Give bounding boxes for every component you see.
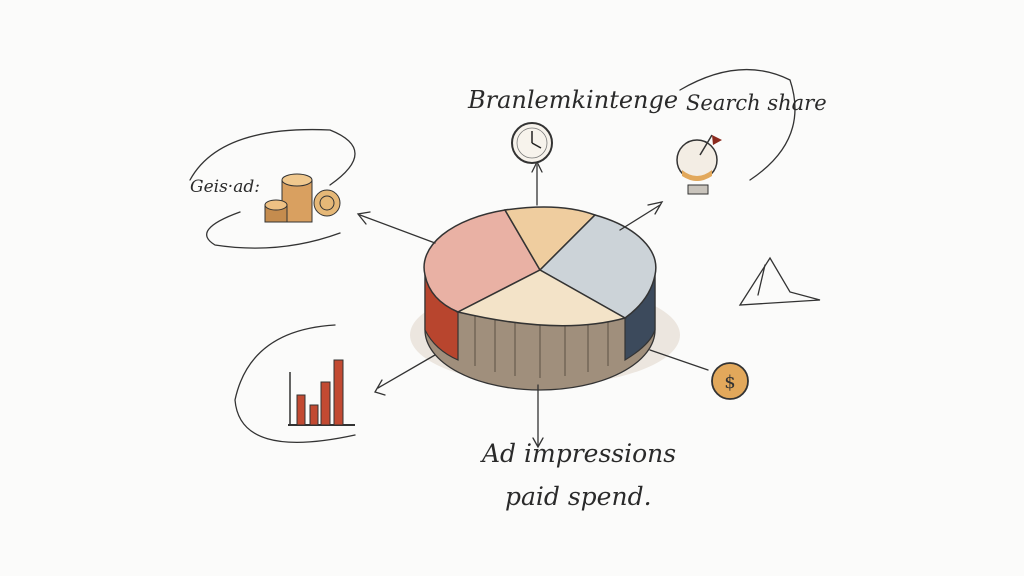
- pie-side-navy: [624, 273, 656, 362]
- coin-stack-icon: [264, 173, 341, 223]
- triangle-doodle-icon: [738, 256, 821, 306]
- pie-slice-blue: [538, 214, 657, 319]
- pie-side-red: [424, 273, 459, 361]
- label-geis-ad: Geis·ad:: [190, 177, 260, 197]
- bar-chart-icon: [288, 359, 355, 426]
- connector-arrows: [189, 69, 796, 449]
- label-search-share: Search share: [686, 91, 827, 115]
- search-trophy-icon: [676, 134, 722, 195]
- pie-chart-3d: [423, 206, 657, 391]
- svg-text:$: $: [724, 372, 735, 393]
- label-paid-spend: paid spend.: [505, 482, 652, 511]
- pie-slice-cream: [455, 269, 627, 327]
- label-ad-impressions: Ad impressions: [480, 439, 676, 468]
- pie-slice-orange: [503, 206, 597, 272]
- clock-icon: [511, 122, 553, 164]
- label-brand: Branlemkintenge: [467, 86, 678, 114]
- pie-slice-pink: [423, 209, 542, 313]
- dollar-coin-icon: $: [711, 362, 749, 400]
